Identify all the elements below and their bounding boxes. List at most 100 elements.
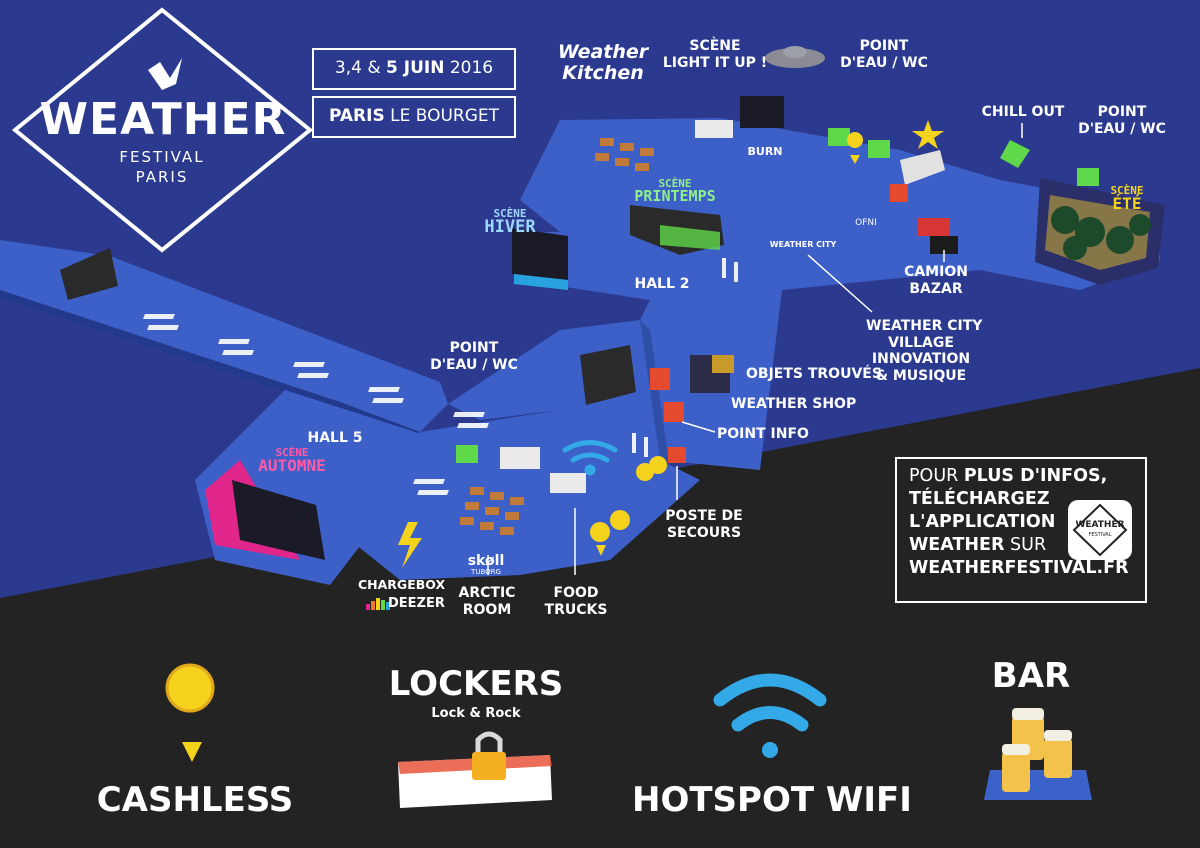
legend-lockers: LOCKERS [388, 664, 564, 704]
legend-cashless: CASHLESS [96, 780, 294, 820]
first-aid-block-1 [890, 184, 908, 202]
scene-ete-line2: ÉTÉ [1112, 194, 1142, 213]
scene-automne-line2: AUTOMNE [258, 456, 326, 475]
vertical-arrow-1 [722, 258, 738, 282]
light-it-up-line2: LIGHT IT UP ! [662, 54, 768, 71]
scene-automne-line1: SCÈNE [275, 446, 309, 459]
scene-hiver-label: SCÈNE HIVER [460, 208, 560, 236]
label-arctic-room: ARCTIC ROOM [456, 585, 518, 618]
camion-line1: CAMION [904, 264, 968, 280]
app-info-box: POUR PLUS D'INFOS, TÉLÉCHARGEZ L'APPLICA… [895, 457, 1147, 603]
app-icon-text: WEATHER [1075, 520, 1125, 530]
walkway-arrow-3 [293, 362, 329, 378]
label-point-eau-mid: POINT D'EAU / WC [428, 340, 520, 373]
dates-year: 2016 [444, 58, 494, 78]
secours-line1: POSTE DE [665, 508, 743, 524]
scene-printemps-line1: SCÈNE [658, 177, 692, 190]
info-line4-bold: WEATHER [909, 535, 1005, 555]
logo-city: PARIS [135, 168, 189, 186]
logo-title: WEATHER [39, 94, 287, 145]
hotspot-wifi-icon [713, 673, 827, 758]
star-icon [912, 120, 944, 149]
marker-2 [850, 155, 860, 164]
food-line2: TRUCKS [544, 601, 608, 618]
arctic-line1: ARCTIC [458, 585, 516, 601]
point-eau-right-line2: D'EAU / WC [1078, 120, 1166, 137]
scene-printemps-label: SCÈNE PRINTEMPS [600, 178, 750, 204]
label-chargebox: CHARGEBOX [358, 577, 446, 592]
weather-city-sign: WEATHER CITY [769, 240, 837, 249]
scene-ete-line1: SCÈNE [1110, 184, 1144, 197]
marker-1 [596, 545, 606, 556]
lock-rock-logo: Lock & Rock [431, 706, 521, 721]
event-venue: PARIS LE BOURGET [312, 96, 516, 138]
walkway-arrow-5 [453, 412, 489, 428]
label-poste-secours: POSTE DE SECOURS [664, 508, 744, 541]
light-it-up-line1: SCÈNE [689, 38, 741, 54]
event-dates: 3,4 & 5 JUIN 2016 [312, 48, 516, 90]
lightning-icon [398, 522, 422, 568]
dates-bold: 5 JUIN [386, 58, 445, 78]
point-eau-mid-line1: POINT [449, 340, 499, 356]
arctic-line2: ROOM [462, 601, 512, 618]
app-icon-sub: FESTIVAL [1088, 532, 1112, 538]
info-line1-pre: POUR [909, 466, 964, 486]
water-block-4 [1077, 168, 1099, 186]
food-area-floor [350, 410, 700, 580]
kitchen-line1: Weather [557, 41, 649, 63]
wcity-line3: INNOVATION [871, 351, 971, 368]
dates-prefix: 3,4 & [334, 58, 386, 78]
walkway-arrow-6 [413, 479, 449, 495]
weather-kitchen-logo: Weather Kitchen [548, 42, 658, 84]
deezer-logo: DEEZER [388, 596, 445, 611]
label-weather-city: WEATHER CITY VILLAGE INNOVATION & MUSIQU… [866, 318, 983, 384]
legend-bar: BAR [991, 656, 1071, 696]
logo-subtitle: FESTIVAL [119, 148, 205, 166]
bar-icon [984, 708, 1092, 800]
coin-icon-4 [649, 456, 667, 474]
wcity-line1: WEATHER CITY [866, 318, 983, 334]
coin-icon-5 [847, 132, 863, 148]
chill-tent [900, 140, 1030, 185]
water-block-3 [456, 445, 478, 463]
info-block [650, 368, 670, 390]
skol-sub: TUBORG [471, 568, 501, 576]
kitchen-line2: Kitchen [562, 62, 644, 84]
wcity-line2: VILLAGE [888, 334, 954, 351]
barrier-entrance [60, 248, 118, 300]
scene-hiver-building [512, 228, 568, 290]
label-camion-bazar: CAMION BAZAR [900, 264, 972, 297]
food-truck-3 [695, 120, 733, 138]
walkway-arrow-1 [143, 314, 179, 330]
logo-diamond [11, 7, 314, 253]
deezer-logo-bars [366, 598, 390, 610]
info-line3: L'APPLICATION [909, 512, 1056, 532]
label-food-trucks: FOOD TRUCKS [540, 585, 612, 618]
skol-logo: skøll [467, 553, 505, 569]
scene-hiver-line1: SCÈNE [493, 207, 527, 220]
legend-hotspot-wifi: HOTSPOT WIFI [632, 780, 912, 820]
wcity-line4: & MUSIQUE [875, 367, 967, 384]
label-point-eau-top: POINT D'EAU / WC [838, 38, 930, 71]
tables-food [460, 487, 524, 535]
callout-line-wcity [807, 254, 873, 313]
point-eau-mid-line2: D'EAU / WC [430, 356, 518, 373]
ofni-sign: OFNI [855, 218, 877, 228]
label-point-info: POINT INFO [717, 426, 809, 442]
label-objets-trouves: OBJETS TROUVÉS [746, 366, 882, 382]
info-line1-bold: PLUS D'INFOS, [963, 466, 1108, 486]
label-scene-light-it-up: SCÈNE LIGHT IT UP ! [660, 38, 770, 71]
water-block-2 [868, 140, 890, 158]
cashless-marker-icon [182, 742, 202, 762]
info-line5: WEATHERFESTIVAL.FR [909, 558, 1129, 578]
info-line1: POUR PLUS D'INFOS, [909, 465, 1133, 488]
scene-printemps-line2: PRINTEMPS [634, 187, 716, 205]
objets-block [712, 355, 734, 373]
weather-app-icon[interactable]: WEATHER FESTIVAL [1068, 500, 1132, 560]
lockers-icon [398, 731, 552, 808]
map-wifi-icon [562, 440, 618, 476]
callout-line-info [681, 421, 716, 433]
food-truck-2 [550, 473, 586, 493]
